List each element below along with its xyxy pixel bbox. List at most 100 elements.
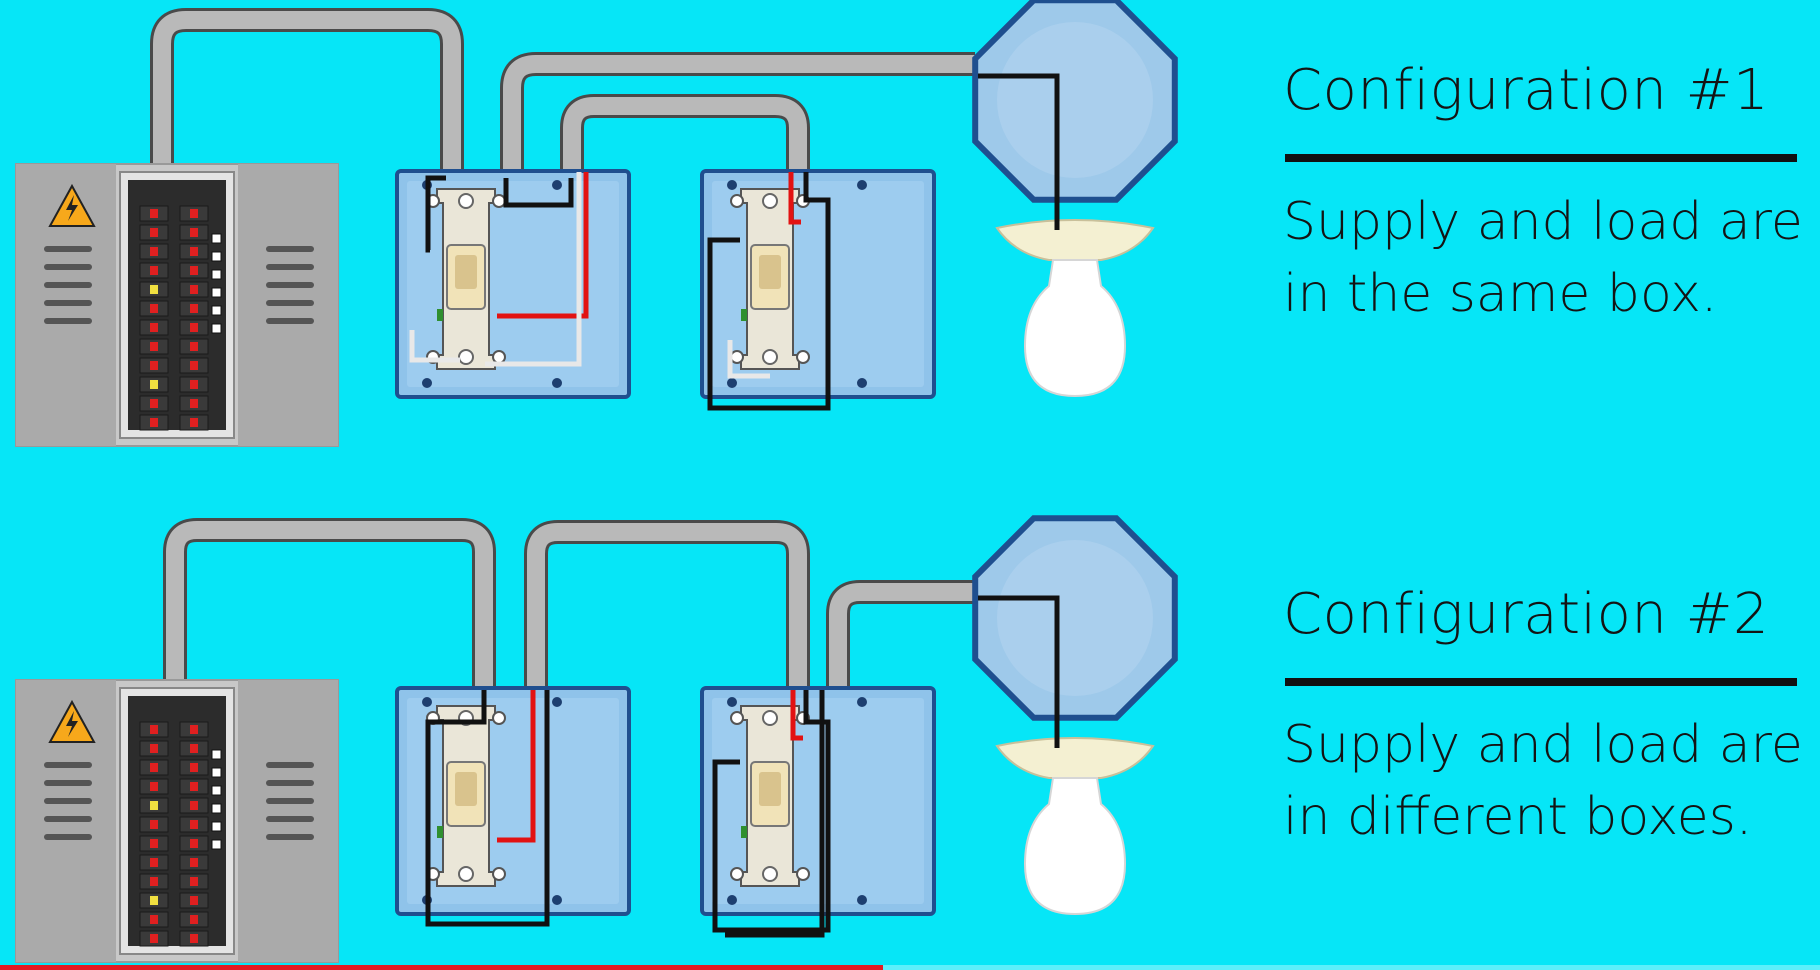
breaker-handle — [150, 877, 158, 886]
breaker-handle — [150, 399, 158, 408]
panel-vent-slot-left — [44, 816, 92, 822]
switch-terminal — [730, 711, 744, 725]
neutral-terminal — [211, 749, 222, 760]
video-progress-fill — [0, 965, 883, 970]
config-2-description-line-1: Supply and load are — [1283, 715, 1803, 775]
breaker-handle — [150, 323, 158, 332]
breaker-handle — [190, 304, 198, 313]
box-screw — [857, 378, 867, 388]
config-1-description-line-2: in the same box. — [1283, 264, 1718, 324]
neutral-terminal — [211, 251, 222, 262]
supply-cable — [166, 521, 493, 690]
neutral-terminal — [211, 821, 222, 832]
breaker-handle — [190, 323, 198, 332]
breaker-handle — [190, 418, 198, 427]
breaker-handle — [190, 342, 198, 351]
breaker-handle — [190, 934, 198, 943]
supply-cable-outline — [150, 8, 464, 176]
box-screw — [552, 180, 562, 190]
breaker-handle — [150, 744, 158, 753]
panel-vent-slot-right — [266, 798, 314, 804]
neutral-terminal — [211, 269, 222, 280]
wire-line-black — [425, 175, 446, 253]
breaker-handle — [190, 247, 198, 256]
box-screw — [422, 697, 432, 707]
wire-fixture-black — [978, 595, 1060, 748]
switch-toggle — [455, 772, 477, 806]
switch-mount-screw — [762, 193, 778, 209]
wire-load-black — [712, 690, 831, 933]
switch-terminal — [796, 867, 810, 881]
box-screw — [727, 895, 737, 905]
ground-screw — [437, 309, 443, 321]
neutral-terminal — [211, 803, 222, 814]
breaker-handle — [150, 915, 158, 924]
switch-icon — [426, 705, 506, 887]
wire-line-black — [425, 690, 550, 927]
switch-icon — [730, 705, 810, 887]
panel-vent-slot-right — [266, 300, 314, 306]
box-screw — [857, 180, 867, 190]
breaker-handle — [190, 209, 198, 218]
switch-mount-screw — [762, 349, 778, 365]
switch-terminal — [730, 350, 744, 364]
ceiling-box-sheen — [997, 540, 1153, 696]
fixture-cable — [829, 583, 975, 690]
switch-icon — [426, 188, 506, 370]
panel-vent-slot-right — [266, 318, 314, 324]
breaker-handle — [190, 361, 198, 370]
config-2-title: Configuration #2 — [1283, 582, 1770, 647]
switch-terminal — [492, 350, 506, 364]
switch-mount-screw — [762, 710, 778, 726]
switch-mount-screw — [458, 866, 474, 882]
breaker-handle — [150, 266, 158, 275]
wire-fixture-black — [978, 73, 1060, 230]
config-2-diagram — [15, 515, 1178, 963]
config-2-description: Supply and load are in different boxes. — [1283, 709, 1803, 853]
box-screw — [552, 697, 562, 707]
video-progress-track[interactable] — [0, 965, 1820, 970]
config-1-title: Configuration #1 — [1283, 58, 1770, 123]
breaker-handle — [150, 418, 158, 427]
breaker-handle — [190, 763, 198, 772]
breaker-handle — [150, 209, 158, 218]
traveler-cable-outline — [560, 94, 810, 176]
breaker-handle — [150, 285, 158, 294]
light-fixture — [972, 0, 1178, 398]
breaker-handle — [190, 820, 198, 829]
breaker-handle — [150, 801, 158, 810]
switch-mount-screw — [458, 349, 474, 365]
fixture-base — [995, 219, 1155, 261]
wire-traveler-white — [485, 172, 582, 367]
breaker-handle — [190, 228, 198, 237]
neutral-terminal — [211, 785, 222, 796]
panel-vent-slot-left — [44, 264, 92, 270]
neutral-terminal — [211, 323, 222, 334]
breaker-handle — [190, 877, 198, 886]
box-screw — [727, 697, 737, 707]
ceiling-box-sheen — [997, 22, 1153, 178]
switch-terminal — [730, 867, 744, 881]
bulb-glass — [1023, 777, 1127, 916]
box-screw — [552, 378, 562, 388]
switch-terminal — [730, 194, 744, 208]
wire-traveler-red-2 — [790, 690, 803, 741]
wire-neutral-white-2 — [727, 340, 770, 379]
neutral-terminal — [211, 767, 222, 778]
wire-traveler-red — [497, 172, 589, 319]
panel-vent-slot-left — [44, 246, 92, 252]
breaker-handle — [190, 801, 198, 810]
ground-screw — [741, 826, 747, 838]
panel-vent-slot-left — [44, 300, 92, 306]
wire-traveler-red — [497, 690, 536, 843]
warning-bolt — [66, 195, 78, 221]
neutral-terminal — [211, 287, 222, 298]
neutral-terminal — [211, 839, 222, 850]
breaker-handle — [190, 782, 198, 791]
traveler-cable-outline — [524, 520, 810, 690]
light-bulb-icon — [995, 737, 1155, 916]
box-screw — [727, 180, 737, 190]
box-screw — [552, 895, 562, 905]
breaker-handle — [150, 934, 158, 943]
panel-vent-slot-left — [44, 318, 92, 324]
